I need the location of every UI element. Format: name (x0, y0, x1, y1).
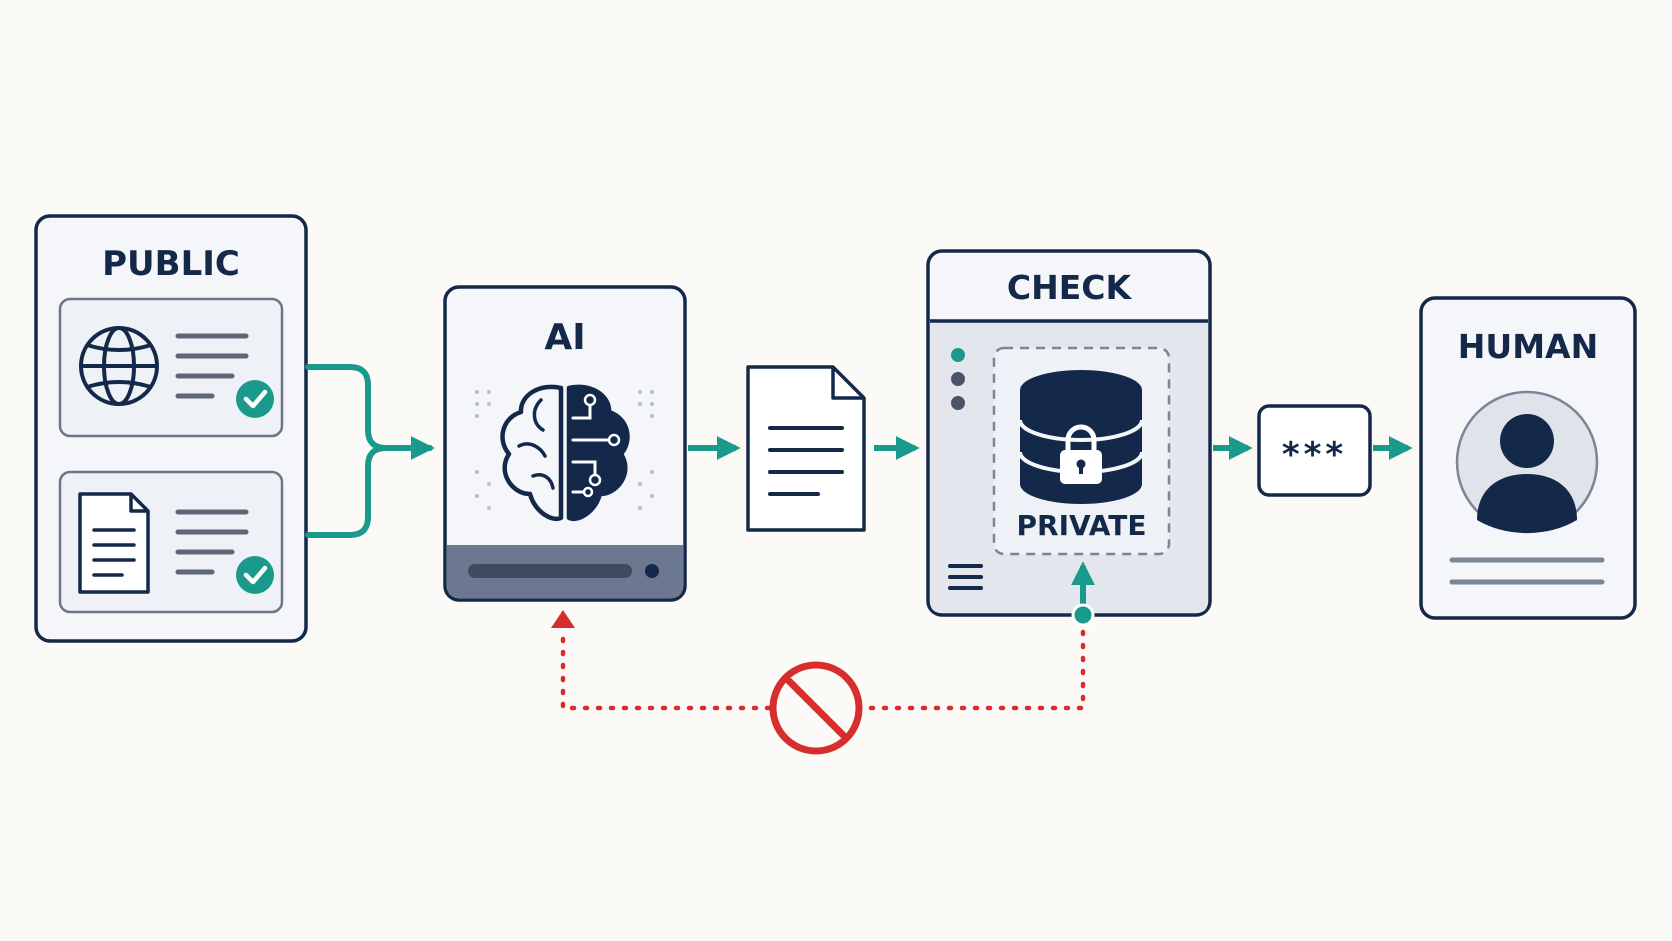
ai-panel (443, 285, 687, 602)
output-document (746, 365, 866, 532)
check-circle-icon (236, 556, 274, 594)
status-dots (951, 348, 965, 410)
public-document-source-card (58, 470, 284, 614)
public-panel-title: PUBLIC (102, 244, 240, 284)
blocked-path-arrowhead (551, 610, 575, 628)
document-icon (768, 426, 844, 496)
masked-value-text: *** (1281, 435, 1348, 475)
private-zone (992, 346, 1171, 556)
human-panel (1419, 296, 1637, 620)
check-circle-icon (236, 380, 274, 418)
merge-connector (305, 364, 435, 538)
text-lines-icon (175, 333, 249, 399)
text-lines-icon (175, 509, 249, 575)
user-avatar-icon (1455, 390, 1599, 534)
text-lines-icon (1449, 557, 1605, 585)
connector-node (1071, 603, 1095, 627)
globe-icon (79, 326, 159, 406)
brain-circuit-icon (500, 384, 630, 522)
blocked-path (551, 610, 1086, 755)
dot-grid-decoration (475, 390, 654, 510)
document-icon (78, 492, 150, 594)
locked-database-icon (1018, 370, 1144, 504)
public-web-source-card (58, 297, 284, 438)
check-panel (926, 249, 1212, 617)
private-zone-label: PRIVATE (1016, 509, 1147, 542)
hamburger-menu-icon (948, 564, 983, 590)
check-panel-title: CHECK (1006, 268, 1132, 307)
public-panel (34, 214, 308, 643)
prohibited-icon (769, 661, 863, 755)
masked-value-box (1257, 404, 1372, 497)
human-panel-title: HUMAN (1457, 327, 1599, 366)
ai-panel-title: AI (544, 317, 586, 358)
